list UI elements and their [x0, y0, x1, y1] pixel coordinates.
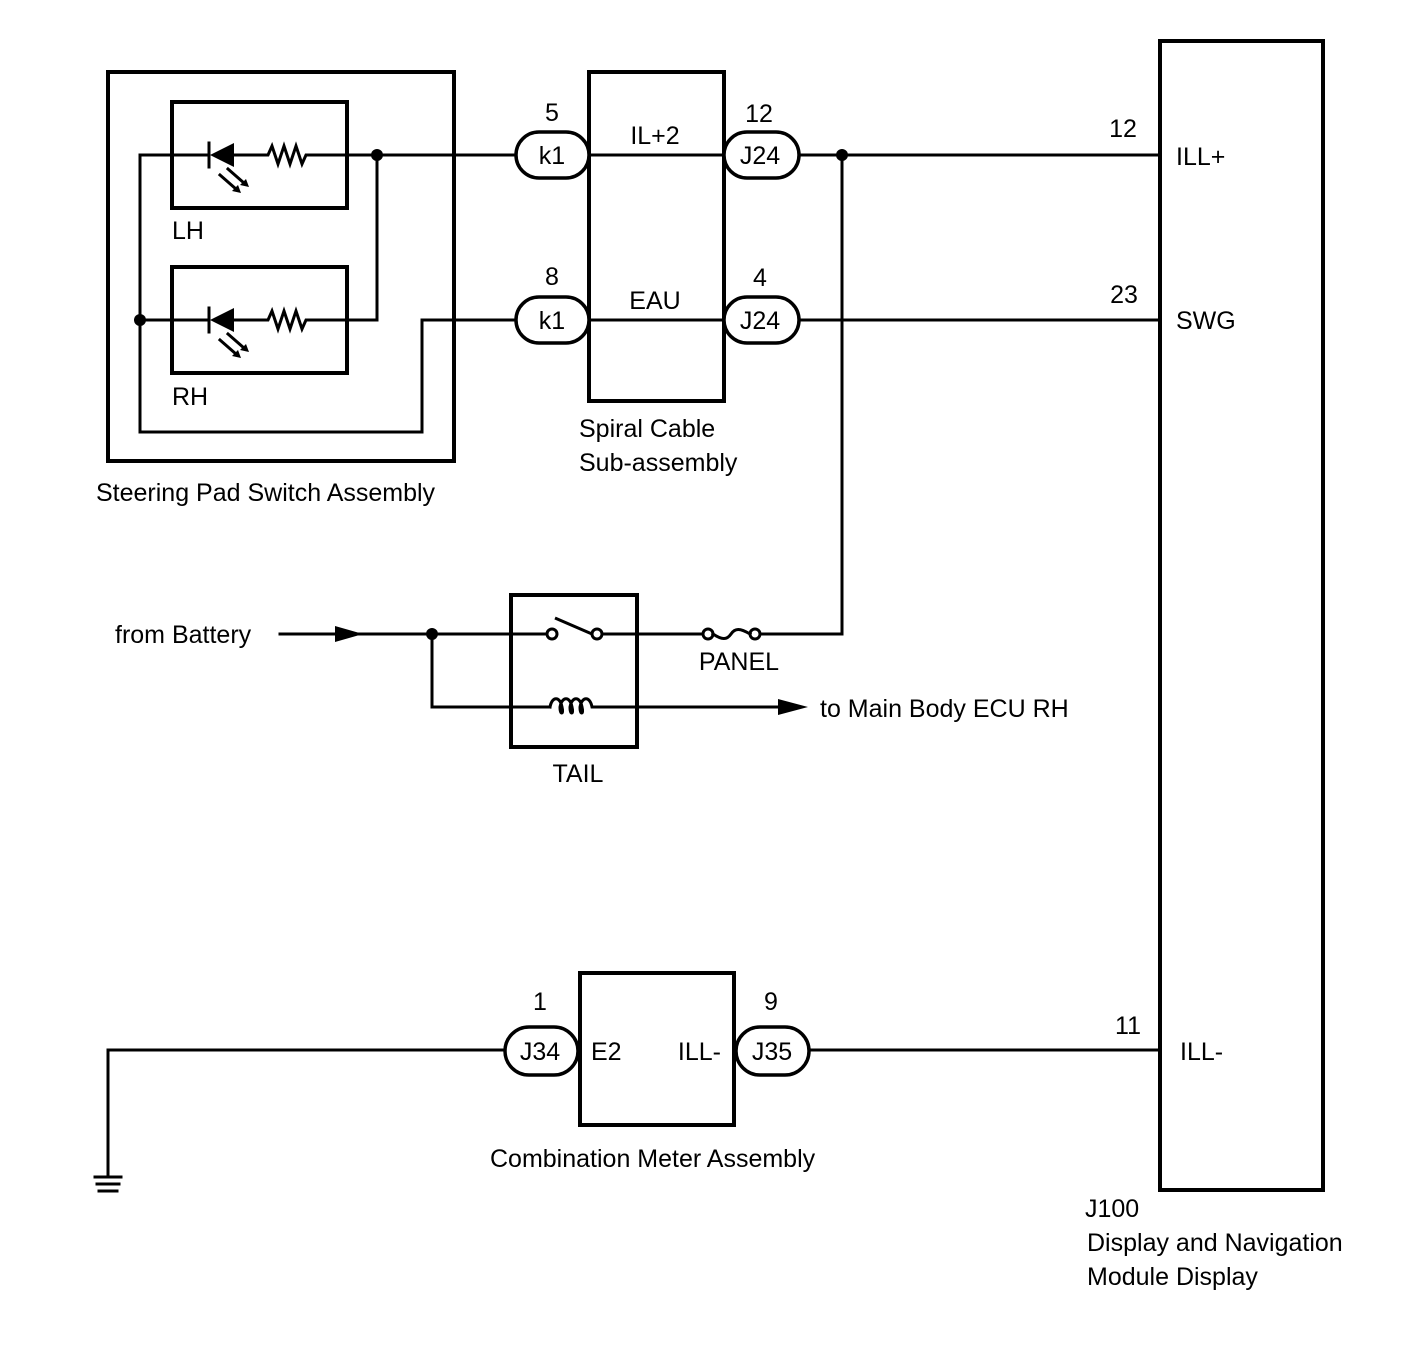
steering-pad-switch-assembly: LH RH Steering Pad Switch Assembly	[96, 70, 518, 507]
spiral-term-eau: EAU	[629, 287, 680, 315]
connector-k1-bottom-pin: 8	[545, 263, 559, 291]
steering-pad-outline	[106, 70, 456, 463]
term-ill-minus: ILL-	[1180, 1038, 1223, 1066]
term-swg: SWG	[1176, 307, 1236, 335]
combination-meter-outline	[578, 971, 736, 1127]
connector-j24-top: J24 12	[722, 100, 801, 180]
spiral-term-il2: IL+2	[630, 122, 679, 150]
connector-j24-bottom-label: J24	[740, 307, 780, 335]
pin-swg: 23	[1110, 281, 1138, 309]
connector-j34-label: J34	[520, 1038, 560, 1066]
display-navigation-module: 12 23 11 ILL+ SWG ILL- J100 Display and …	[1085, 39, 1343, 1291]
connector-k1-top-label: k1	[539, 142, 565, 170]
connector-j24-top-pin: 12	[745, 100, 773, 128]
connector-j35-label: J35	[752, 1038, 792, 1066]
rh-led-icon	[207, 306, 249, 358]
meter-term-e2: E2	[591, 1038, 622, 1066]
tail-relay-box	[509, 593, 639, 749]
display-module-code: J100	[1085, 1195, 1139, 1223]
ground-icon	[93, 1175, 123, 1193]
spiral-cable-subassembly: IL+2 EAU Spiral Cable Sub-assembly	[579, 70, 738, 477]
relay-coil-icon	[548, 697, 600, 715]
tail-relay-label: TAIL	[553, 760, 604, 788]
connector-j35: J35 9	[734, 988, 811, 1077]
rh-label: RH	[172, 383, 208, 411]
display-module-name-line1: Display and Navigation	[1087, 1229, 1343, 1257]
display-module-name-line2: Module Display	[1087, 1263, 1258, 1291]
connector-j34-pin: 1	[533, 988, 547, 1016]
display-module-outline	[1158, 39, 1325, 1192]
combination-meter-assembly: E2 ILL- Combination Meter Assembly	[490, 971, 816, 1173]
connector-j24-top-label: J24	[740, 142, 780, 170]
connector-k1-bottom-label: k1	[539, 307, 565, 335]
connector-k1-top: k1 5	[514, 99, 591, 180]
wire-panel-feed	[756, 153, 844, 636]
connector-j24-bottom: J24 4	[722, 264, 801, 345]
connector-j35-pin: 9	[764, 988, 778, 1016]
connector-k1-bottom: k1 8	[514, 263, 591, 345]
lh-led-icon	[207, 141, 249, 193]
to-ecu-arrow-icon	[778, 699, 808, 715]
combination-meter-name: Combination Meter Assembly	[490, 1145, 816, 1173]
lh-label: LH	[172, 217, 204, 245]
pin-ill-minus: 11	[1115, 1012, 1141, 1040]
connector-j34: J34 1	[503, 988, 580, 1077]
panel-fuse-label: PANEL	[699, 648, 779, 676]
lh-resistor-icon	[232, 141, 379, 169]
pin-ill-plus: 12	[1109, 115, 1137, 143]
spiral-cable-outline	[587, 70, 726, 403]
panel-fuse-icon	[701, 627, 762, 641]
steering-pad-name: Steering Pad Switch Assembly	[96, 479, 436, 507]
rh-resistor-icon	[232, 306, 379, 334]
from-battery-label: from Battery	[115, 621, 252, 649]
connector-k1-top-pin: 5	[545, 99, 559, 127]
connector-j24-bottom-pin: 4	[753, 264, 767, 292]
tail-relay-section: from Battery to Main Body ECU RH TAIL PA…	[115, 593, 1069, 788]
spiral-cable-name-line2: Sub-assembly	[579, 449, 738, 477]
spiral-cable-name-line1: Spiral Cable	[579, 415, 715, 443]
to-main-body-ecu-label: to Main Body ECU RH	[820, 695, 1069, 723]
term-ill-plus: ILL+	[1176, 143, 1225, 171]
relay-switch-icon	[545, 616, 604, 641]
wire-ground	[106, 1048, 507, 1177]
meter-term-ill-minus: ILL-	[678, 1038, 721, 1066]
